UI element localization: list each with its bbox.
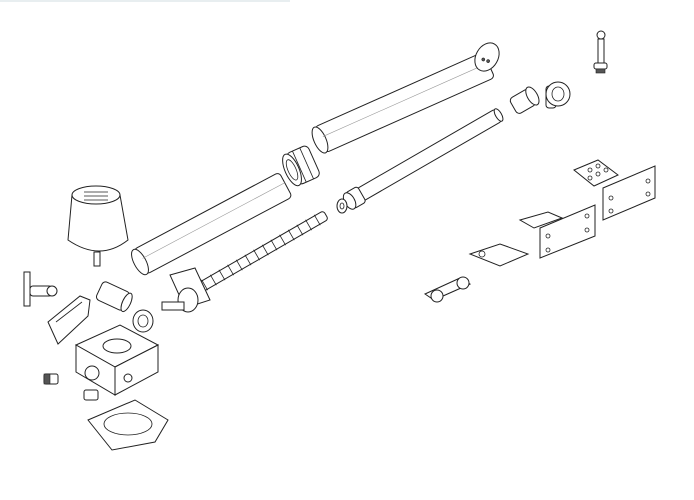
bushing (95, 281, 133, 313)
gear (132, 309, 154, 333)
release-key (23, 271, 58, 307)
swivel-joint (545, 81, 571, 109)
rear-plate (602, 165, 656, 221)
motor-cover (67, 185, 129, 267)
release-lever (47, 295, 91, 345)
clip-part (43, 373, 59, 385)
screw-washer (336, 198, 348, 214)
tube-ring-nut (282, 145, 320, 187)
rear-bracket (573, 159, 619, 187)
end-cap (474, 42, 500, 72)
base-cover (87, 399, 169, 451)
screw-part (83, 389, 99, 401)
gearbox-housing (74, 324, 160, 396)
front-bracket (468, 243, 530, 267)
front-plate (518, 204, 596, 259)
push-rod (342, 108, 504, 210)
rod-end-fitting (509, 86, 540, 114)
top-strip (0, 0, 290, 2)
motor-flange (161, 267, 211, 313)
pivot-pin (593, 30, 608, 74)
front-tube (131, 173, 292, 276)
clevis-link (423, 276, 472, 303)
